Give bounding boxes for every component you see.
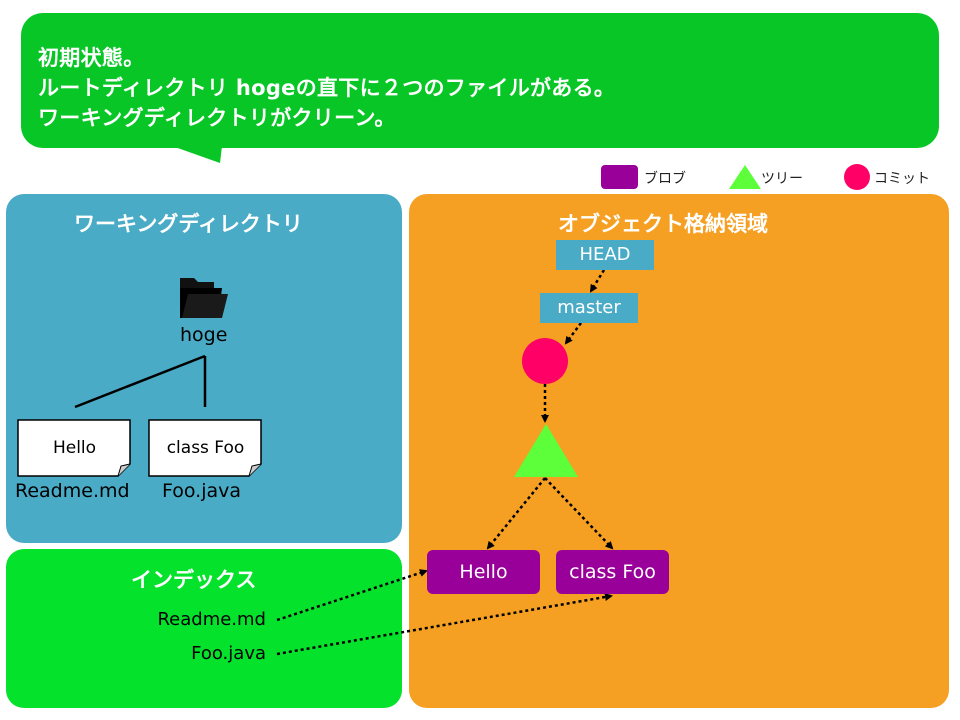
readme-filename: Readme.md bbox=[15, 480, 130, 502]
blob-swatch bbox=[601, 165, 638, 189]
legend-blob: ブロブ bbox=[601, 163, 693, 191]
blob-class-foo: class Foo bbox=[556, 550, 669, 594]
master-branch: master bbox=[540, 293, 638, 323]
file-icon-readme bbox=[17, 419, 131, 477]
folder-name: hoge bbox=[180, 324, 228, 346]
head-ref: HEAD bbox=[556, 240, 654, 270]
index-entry-readme: Readme.md bbox=[157, 609, 266, 630]
tree-swatch bbox=[729, 165, 761, 189]
legend-commit-label: コミット bbox=[874, 171, 930, 187]
folder-icon bbox=[180, 278, 228, 318]
bubble-line-2: ルートディレクトリ hogeの直下に２つのファイルがある。 bbox=[38, 76, 616, 100]
blob-hello: Hello bbox=[427, 550, 540, 594]
index-entry-foo: Foo.java bbox=[191, 643, 266, 664]
bubble-line-1: 初期状態。 bbox=[38, 46, 145, 70]
working-directory-title: ワーキングディレクトリ bbox=[74, 212, 303, 236]
readme-content: Hello bbox=[52, 438, 97, 458]
legend-tree-label: ツリー bbox=[761, 171, 803, 187]
speech-bubble bbox=[21, 13, 939, 148]
tree-node bbox=[514, 424, 578, 477]
file-icon-foo bbox=[148, 419, 262, 477]
object-store-title: オブジェクト格納領域 bbox=[558, 212, 768, 236]
foo-filename: Foo.java bbox=[162, 480, 242, 502]
index-title: インデックス bbox=[131, 568, 257, 592]
bubble-line-3: ワーキングディレクトリがクリーン。 bbox=[38, 106, 396, 130]
commit-node bbox=[522, 338, 568, 384]
legend-tree: ツリー bbox=[727, 163, 817, 191]
foo-content: class Foo bbox=[166, 438, 245, 458]
legend-blob-label: ブロブ bbox=[644, 171, 686, 187]
legend-commit: コミット bbox=[844, 163, 944, 191]
commit-swatch bbox=[844, 164, 870, 190]
object-store-panel bbox=[409, 194, 949, 708]
